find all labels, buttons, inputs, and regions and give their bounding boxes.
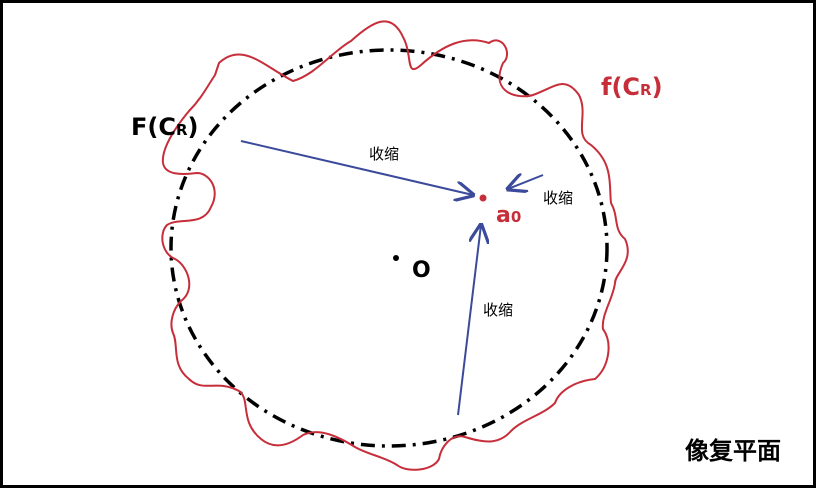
dashed-circle bbox=[169, 48, 609, 448]
label-shrink-upper: 收缩 bbox=[369, 145, 399, 163]
label-shrink-right: 收缩 bbox=[543, 189, 573, 207]
image-plane-diagram: F(CR) f(CR) a0 O 收缩 收缩 收缩 像复平面 bbox=[131, 20, 781, 471]
label-big-curve: F(CR) bbox=[131, 113, 199, 141]
shrink-arrow-upper-left bbox=[240, 140, 473, 195]
point-a0-dot bbox=[479, 194, 487, 202]
label-origin: O bbox=[412, 258, 431, 283]
label-point-a0: a0 bbox=[496, 203, 521, 228]
label-shrink-bottom: 收缩 bbox=[483, 301, 513, 319]
label-image-plane: 像复平面 bbox=[685, 437, 781, 465]
image-curve-wavy bbox=[161, 20, 629, 471]
origin-dot bbox=[393, 255, 399, 261]
shrink-arrow-bottom bbox=[457, 225, 481, 416]
shrink-arrow-right bbox=[508, 175, 544, 189]
label-image-curve: f(CR) bbox=[601, 73, 663, 101]
